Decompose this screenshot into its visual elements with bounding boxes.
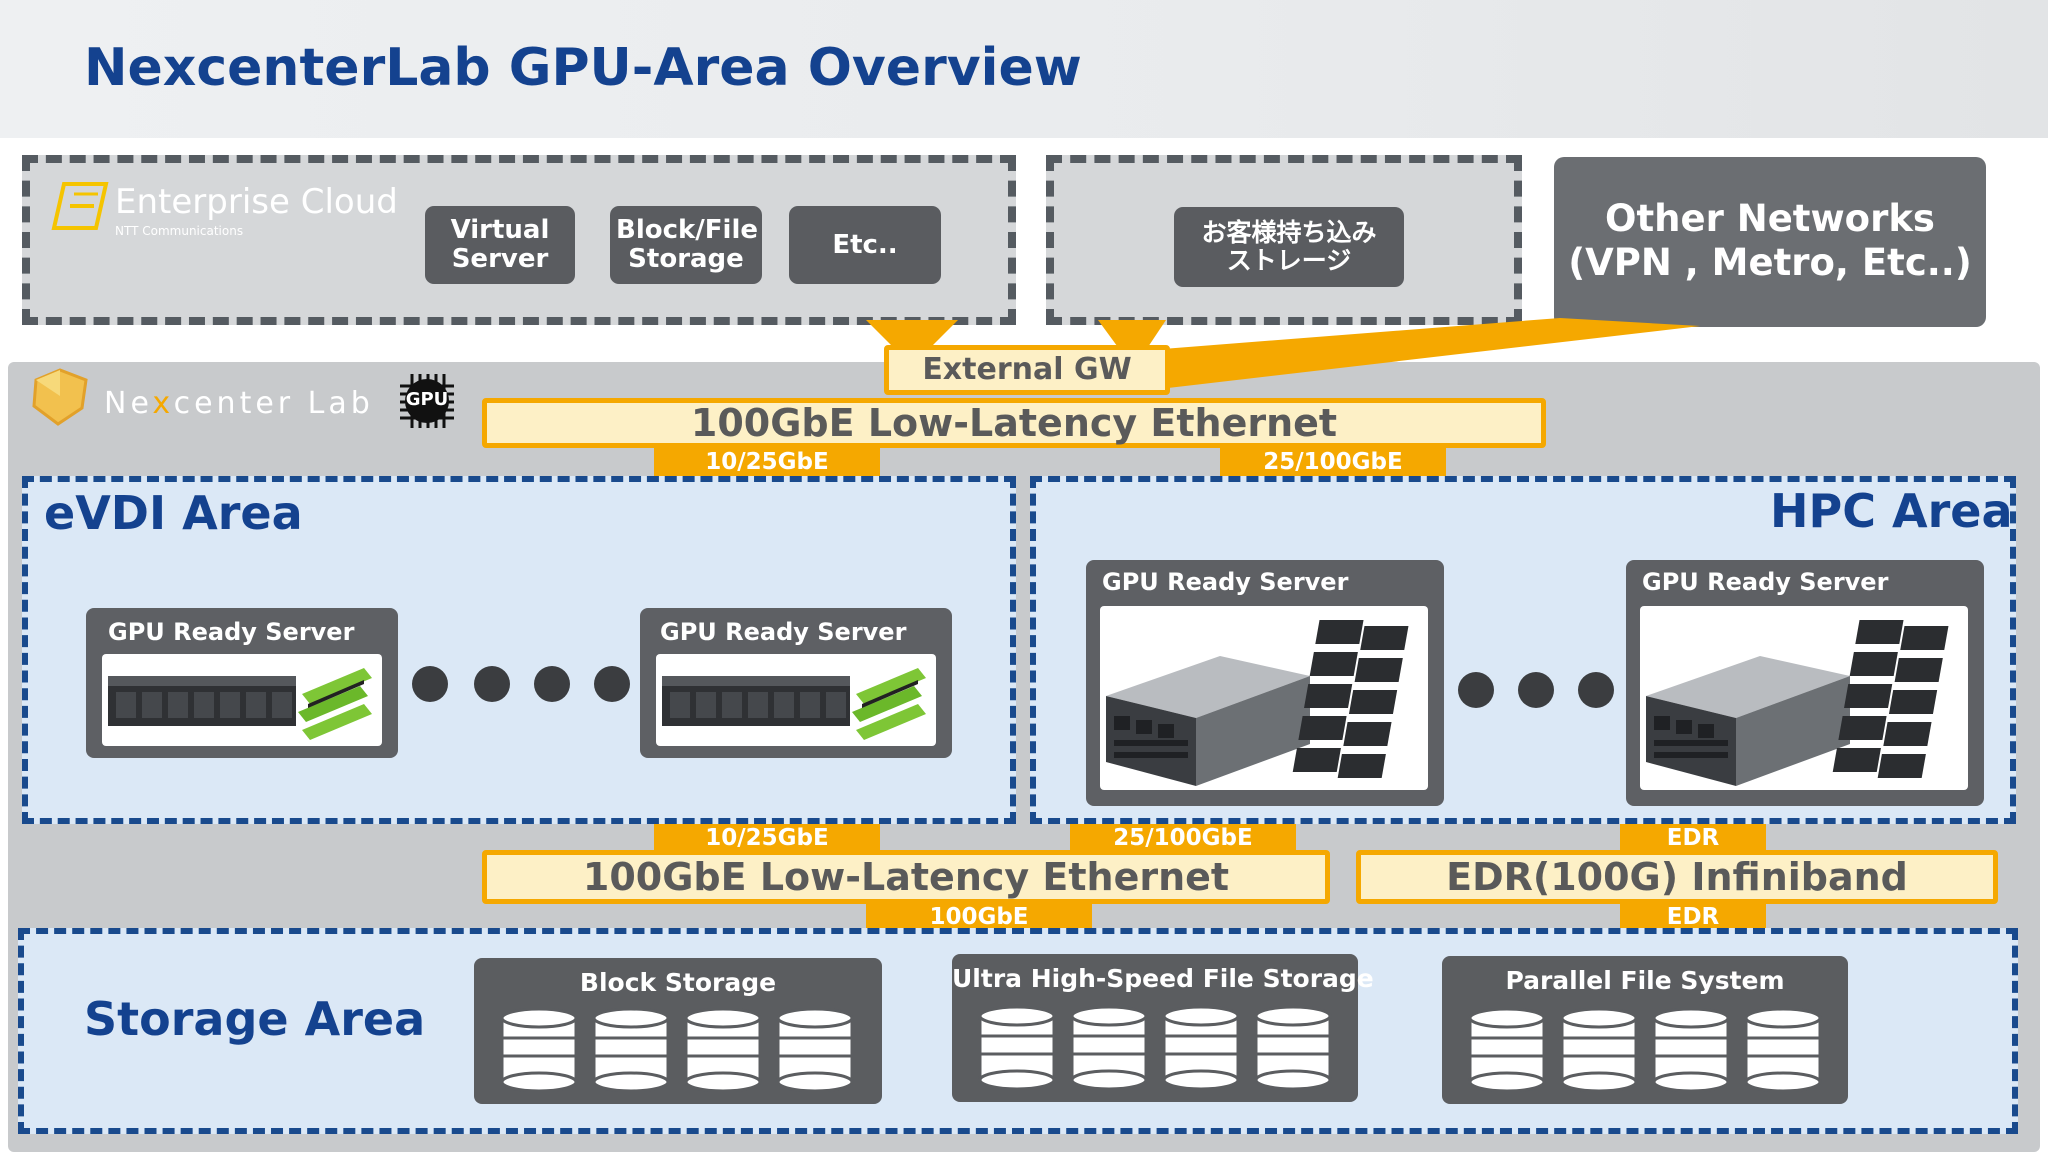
evdi-server-1-title: GPU Ready Server <box>108 618 355 646</box>
ib-link-bottom: EDR <box>1620 904 1766 930</box>
logo-text-x: x <box>152 386 174 421</box>
gpu-badge-label: GPU <box>405 389 449 410</box>
enterprise-cloud-logo-text: Enterprise Cloud <box>115 182 398 222</box>
ellipsis-dot <box>534 666 570 702</box>
evdi-gpu-server-2: GPU Ready Server <box>640 608 952 758</box>
external-gw: External GW <box>884 345 1170 395</box>
database-icons <box>978 1006 1332 1090</box>
rack-server-with-gpus-icon <box>656 654 936 746</box>
block-storage-title: Block Storage <box>579 968 777 997</box>
block-file-storage-button[interactable]: Block/File Storage <box>610 206 762 284</box>
ellipsis-dot <box>412 666 448 702</box>
ultra-high-speed-file-storage-card: Ultra High-Speed File Storage <box>952 954 1374 1102</box>
hpc-gpu-server-1: GPU Ready Server <box>1086 560 1444 806</box>
hpc-server-1-title: GPU Ready Server <box>1102 568 1349 596</box>
gpu-chip-icon: GPU <box>394 368 460 434</box>
customer-storage-button[interactable]: お客様持ち込み ストレージ <box>1174 207 1404 287</box>
ellipsis-dot <box>1518 672 1554 708</box>
logo-text-post: center Lab <box>173 386 374 421</box>
other-networks-line1: Other Networks <box>1605 197 1935 240</box>
database-icons <box>500 1008 854 1092</box>
infiniband-bar: EDR(100G) Infiniband <box>1356 850 1998 904</box>
evdi-area-title: eVDI Area <box>44 486 303 540</box>
logo-text-pre: Ne <box>104 386 153 421</box>
block-storage-card: Block Storage <box>474 958 882 1104</box>
ellipsis-dot <box>1458 672 1494 708</box>
hpc-gpu-server-2: GPU Ready Server <box>1626 560 1984 806</box>
rack-server-with-gpus-icon <box>102 654 382 746</box>
parallel-file-system-title: Parallel File System <box>1505 966 1785 995</box>
customer-storage-label-1: お客様持ち込み <box>1201 218 1377 247</box>
top-link-evdi: 10/25GbE <box>654 448 880 476</box>
bottom-link-storage: 100GbE <box>866 904 1092 930</box>
hpc-server-2-title: GPU Ready Server <box>1642 568 1889 596</box>
etc-button[interactable]: Etc.. <box>789 206 941 284</box>
ellipsis-dot <box>1578 672 1614 708</box>
page-title: NexcenterLab GPU-Area Overview <box>84 38 1082 98</box>
header-band <box>0 0 2048 138</box>
bottom-ethernet-bar: 100GbE Low-Latency Ethernet <box>482 850 1330 904</box>
bottom-link-hpc: 25/100GbE <box>1070 824 1296 852</box>
ellipsis-dot <box>594 666 630 702</box>
block-file-storage-label: Block/File Storage <box>616 215 759 274</box>
gw-connectors <box>866 318 1700 388</box>
ib-link-top: EDR <box>1620 824 1766 852</box>
other-networks-box: Other Networks (VPN , Metro, Etc..) <box>1554 157 1986 327</box>
top-link-hpc: 25/100GbE <box>1220 448 1446 476</box>
virtual-server-label: Virtual Server <box>450 215 550 274</box>
database-icons <box>1468 1008 1822 1092</box>
evdi-gpu-server-1: GPU Ready Server <box>86 608 398 758</box>
gpu-server-chassis-icon <box>1640 606 1968 790</box>
gpu-server-chassis-icon <box>1100 606 1428 790</box>
customer-storage-label-2: ストレージ <box>1226 246 1352 275</box>
evdi-server-2-title: GPU Ready Server <box>660 618 907 646</box>
top-ethernet-bar: 100GbE Low-Latency Ethernet <box>482 398 1546 448</box>
ellipsis-dot <box>474 666 510 702</box>
nexcenter-lab-logo-text: Nexcenter Lab <box>104 386 374 421</box>
etc-label: Etc.. <box>832 229 898 260</box>
bottom-link-evdi: 10/25GbE <box>654 824 880 852</box>
parallel-file-system-card: Parallel File System <box>1442 956 1848 1104</box>
storage-area-title: Storage Area <box>84 992 426 1046</box>
virtual-server-button[interactable]: Virtual Server <box>425 206 575 284</box>
enterprise-cloud-logo-icon <box>51 182 109 230</box>
hpc-area-title: HPC Area <box>1770 484 2013 538</box>
nexcenter-lab-logo-icon <box>32 368 88 426</box>
enterprise-cloud-logo-subtext: NTT Communications <box>115 224 244 238</box>
other-networks-line2: (VPN , Metro, Etc..) <box>1568 241 1972 284</box>
ultra-file-storage-title: Ultra High-Speed File Storage <box>952 964 1374 993</box>
